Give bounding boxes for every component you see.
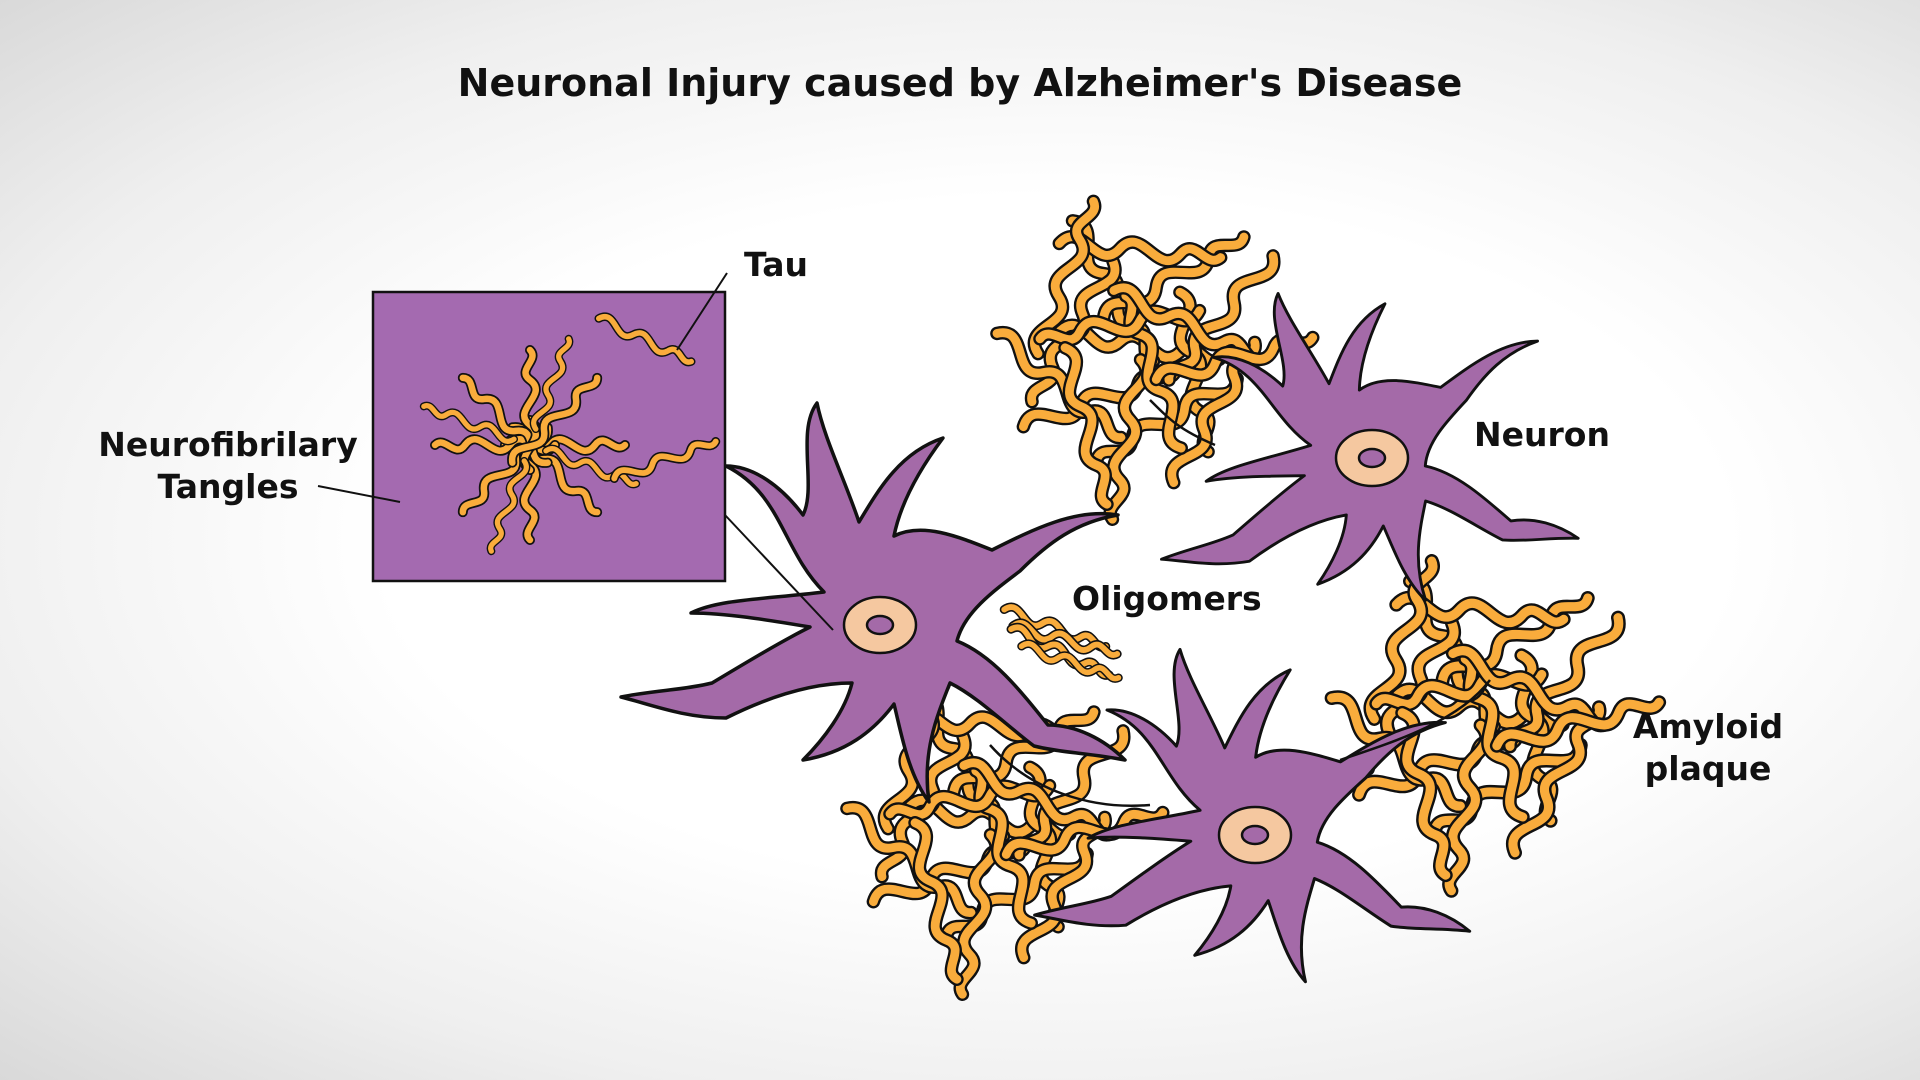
neurofibrilary-tangles-label-line2: Tangles bbox=[157, 467, 299, 506]
amyloid-plaque-right bbox=[1326, 558, 1661, 892]
amyloid-plaque-label-line2: plaque bbox=[1644, 749, 1772, 788]
tau-label: Tau bbox=[744, 245, 809, 284]
axon-connection-bottom bbox=[1339, 679, 1491, 762]
neurofibrilary-tangles-label: Neurofibrilary Tangles bbox=[98, 424, 358, 508]
page-title: Neuronal Injury caused by Alzheimer's Di… bbox=[457, 61, 1463, 105]
tau-leader-line bbox=[676, 272, 728, 351]
amyloid-plaque-label-line1: Amyloid bbox=[1632, 707, 1784, 746]
axon-connection-top bbox=[1149, 399, 1216, 447]
neuron-left-nucleus-icon bbox=[842, 595, 918, 655]
neuron-label: Neuron bbox=[1474, 415, 1610, 454]
neuron-top-right-nucleus-icon bbox=[1334, 428, 1410, 488]
amyloid-plaque-label: Amyloid plaque bbox=[1628, 706, 1788, 790]
axon-connection-left bbox=[989, 744, 1151, 807]
neuron-bottom-nucleus-icon bbox=[1217, 805, 1293, 865]
inset-to-neuron-line bbox=[724, 514, 834, 631]
neurofibrilary-tangles-label-line1: Neurofibrilary bbox=[98, 425, 358, 464]
oligomers-label: Oligomers bbox=[1072, 579, 1262, 618]
tangles-leader-line bbox=[317, 485, 401, 503]
